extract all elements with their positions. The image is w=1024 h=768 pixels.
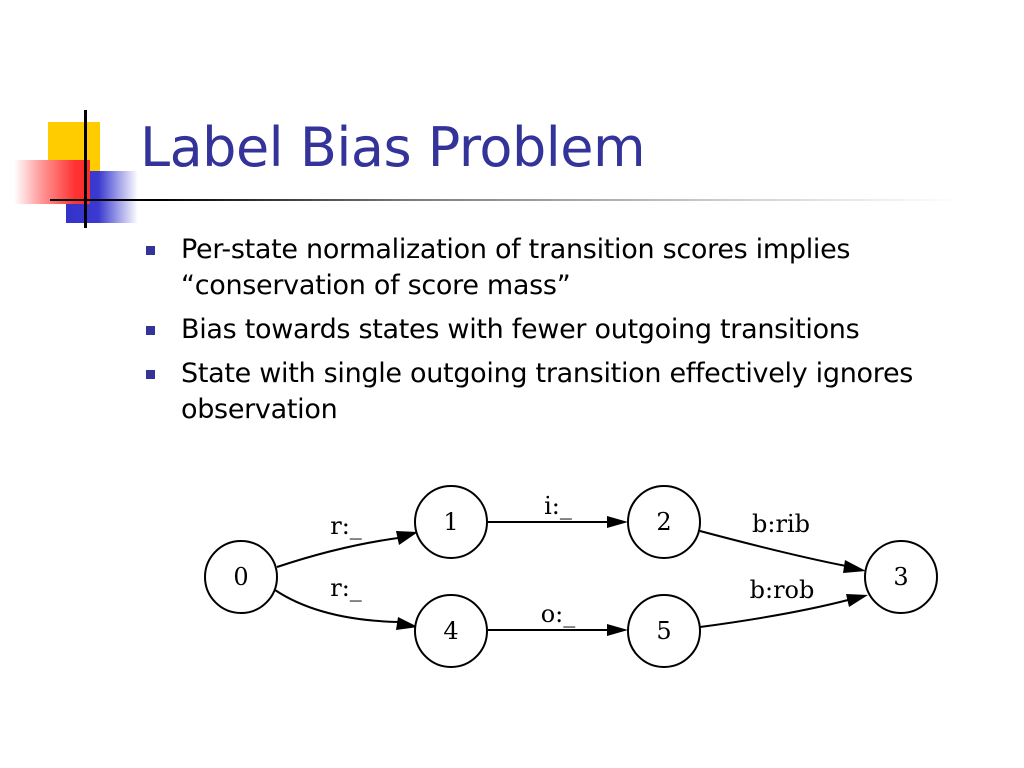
node-0: 0 [204, 540, 278, 614]
bullet-text: Bias towards states with fewer outgoing … [181, 314, 860, 345]
edge-4-5-label: o:_ [541, 600, 576, 628]
node-2-label: 2 [656, 508, 671, 536]
edge-0-4-arrowhead [396, 617, 418, 630]
node-4-circle [414, 594, 488, 668]
node-1-label: 1 [443, 508, 458, 536]
edge-1-2-label: i:_ [544, 492, 572, 520]
bullet-square-icon [146, 370, 155, 379]
node-1-circle [414, 485, 488, 559]
node-4-label: 4 [443, 617, 458, 645]
node-4: 4 [414, 594, 488, 668]
edge-2-3-label: b:rib [752, 510, 810, 538]
edge-2-3-arrowhead [843, 560, 866, 573]
node-5-circle [627, 594, 701, 668]
edge-0-1-arrowhead [396, 531, 418, 545]
bullet-item: Per-state normalization of transition sc… [144, 232, 974, 304]
slide-title: Label Bias Problem [140, 116, 646, 179]
edge-5-3 [699, 599, 849, 628]
node-3-circle [864, 540, 938, 614]
bullet-square-icon [146, 246, 155, 255]
edge-0-4 [274, 589, 399, 623]
node-2-circle [627, 485, 701, 559]
edge-1-2-arrowhead [607, 516, 628, 528]
edge-2-3 [699, 530, 847, 567]
edge-0-1 [276, 537, 399, 568]
bullet-item: State with single outgoing transition ef… [144, 356, 974, 428]
bullet-item: Bias towards states with fewer outgoing … [144, 312, 974, 348]
node-0-label: 0 [233, 563, 248, 591]
decor-red-square [14, 160, 90, 204]
title-underline [50, 199, 960, 201]
node-0-circle [204, 540, 278, 614]
decor-vertical-line [84, 110, 87, 228]
edge-0-1-label: r:_ [330, 512, 362, 540]
edge-5-3-arrowhead [846, 594, 868, 607]
node-5: 5 [627, 594, 701, 668]
node-2: 2 [627, 485, 701, 559]
node-3: 3 [864, 540, 938, 614]
node-3-label: 3 [893, 563, 908, 591]
bullet-text: State with single outgoing transition ef… [181, 358, 914, 425]
edge-5-3-label: b:rob [750, 576, 815, 604]
bullet-text: Per-state normalization of transition sc… [181, 234, 851, 301]
edge-0-4-label: r:_ [330, 574, 362, 602]
edge-4-5-arrowhead [607, 624, 628, 636]
bullet-list: Per-state normalization of transition sc… [144, 232, 974, 436]
node-1: 1 [414, 485, 488, 559]
node-5-label: 5 [656, 617, 671, 645]
bullet-square-icon [146, 326, 155, 335]
